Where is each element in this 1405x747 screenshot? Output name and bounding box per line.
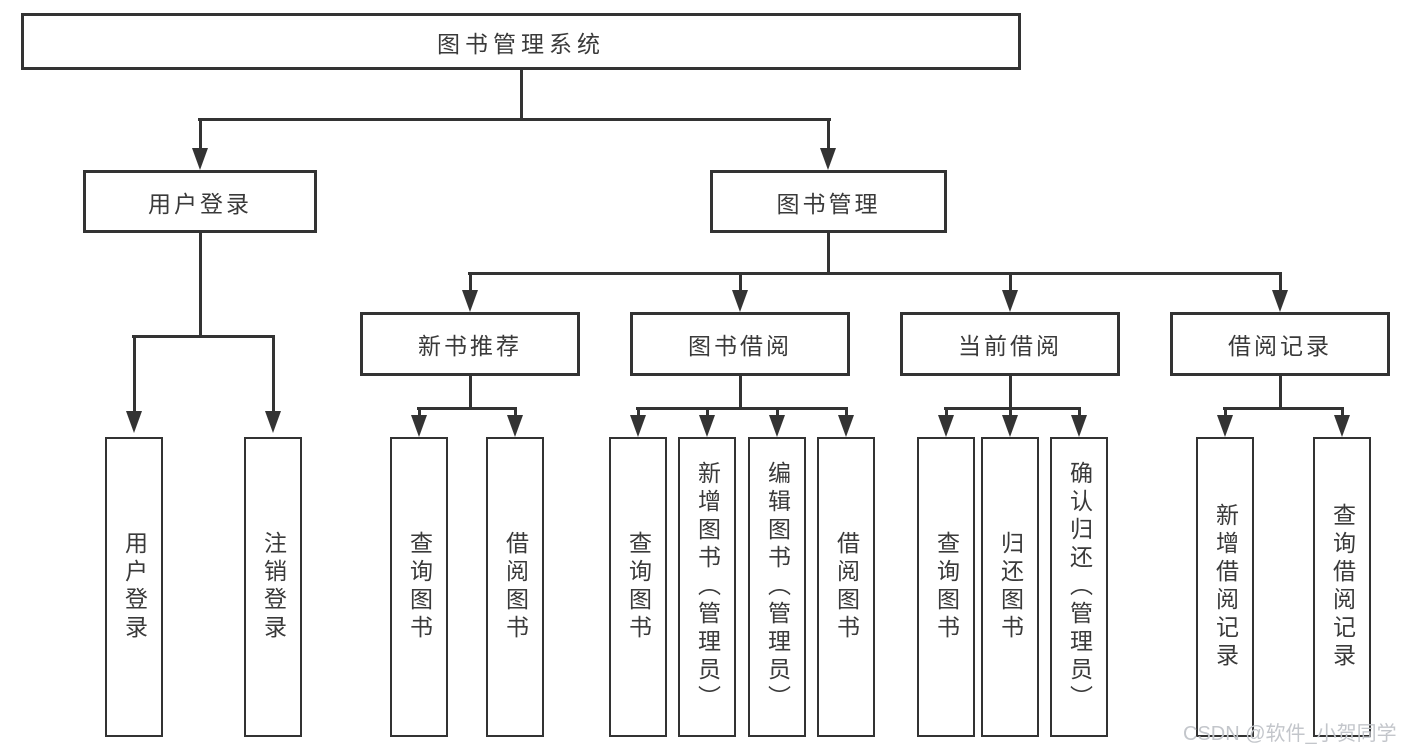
connector-drop-nb-query bbox=[417, 409, 421, 417]
arrow-to-rec-add-icon bbox=[1217, 415, 1233, 437]
leaf-logout-label: 注销登录 bbox=[260, 531, 287, 643]
arrow-to-bb-borrow-icon bbox=[838, 415, 854, 437]
connector-user-login-stem bbox=[198, 233, 202, 337]
connector-book-mgmt-bar bbox=[468, 272, 1282, 275]
connector-drop-current bbox=[1008, 274, 1012, 291]
arrow-to-new-book-icon bbox=[462, 290, 478, 312]
arrow-to-bb-query-icon bbox=[630, 415, 646, 437]
node-book-mgmt: 图书管理 bbox=[710, 170, 947, 233]
node-borrowing-label: 图书借阅 bbox=[688, 333, 792, 359]
connector-current-stem bbox=[1008, 376, 1012, 409]
leaf-nb-borrow-book-label: 借阅图书 bbox=[502, 531, 529, 643]
arrow-to-bb-add-icon bbox=[699, 415, 715, 437]
leaf-rec-add-record-label: 新增借阅记录 bbox=[1212, 503, 1239, 671]
connector-drop-bb-borrow bbox=[844, 409, 848, 417]
node-user-login-label: 用户登录 bbox=[148, 190, 252, 217]
connector-new-book-stem bbox=[468, 376, 472, 409]
arrow-to-borrowing-icon bbox=[732, 290, 748, 312]
leaf-nb-borrow-book: 借阅图书 bbox=[486, 437, 544, 737]
connector-drop-bb-query bbox=[636, 409, 640, 417]
node-new-book: 新书推荐 bbox=[360, 312, 580, 376]
leaf-logout: 注销登录 bbox=[244, 437, 302, 737]
arrow-to-cb-confirm-icon bbox=[1071, 415, 1087, 437]
leaf-rec-add-record: 新增借阅记录 bbox=[1196, 437, 1254, 737]
connector-drop-leaf-login bbox=[132, 337, 136, 411]
arrow-to-current-icon bbox=[1002, 290, 1018, 312]
connector-drop-rec-query bbox=[1340, 409, 1344, 417]
connector-drop-records bbox=[1278, 274, 1282, 291]
arrow-to-records-icon bbox=[1272, 290, 1288, 312]
leaf-bb-edit-book-label: 编辑图书（管理员） bbox=[764, 461, 791, 713]
connector-drop-new-book bbox=[468, 274, 472, 291]
leaf-user-login-label: 用户登录 bbox=[121, 531, 148, 643]
node-root: 图书管理系统 bbox=[21, 13, 1021, 70]
connector-drop-nb-borrow bbox=[513, 409, 517, 417]
node-records-label: 借阅记录 bbox=[1228, 333, 1332, 359]
leaf-cb-query-book: 查询图书 bbox=[917, 437, 975, 737]
arrow-to-user-login-icon bbox=[192, 148, 208, 170]
connector-borrowing-bar bbox=[636, 407, 848, 410]
connector-root-stem bbox=[519, 70, 523, 120]
leaf-rec-query-record-label: 查询借阅记录 bbox=[1329, 503, 1356, 671]
leaf-user-login: 用户登录 bbox=[105, 437, 163, 737]
arrow-to-nb-query-icon bbox=[411, 415, 427, 437]
leaf-bb-query-book: 查询图书 bbox=[609, 437, 667, 737]
connector-user-login-bar bbox=[132, 335, 275, 338]
arrow-to-nb-borrow-icon bbox=[507, 415, 523, 437]
arrow-to-cb-return-icon bbox=[1002, 415, 1018, 437]
leaf-nb-query-book: 查询图书 bbox=[390, 437, 448, 737]
leaf-cb-return-book-label: 归还图书 bbox=[997, 531, 1024, 643]
leaf-bb-add-book-label: 新增图书（管理员） bbox=[694, 461, 721, 713]
leaf-cb-confirm-return-label: 确认归还（管理员） bbox=[1066, 461, 1093, 713]
connector-drop-rec-add bbox=[1223, 409, 1227, 417]
connector-drop-user-login bbox=[198, 120, 202, 148]
connector-drop-leaf-logout bbox=[271, 337, 275, 411]
leaf-bb-edit-book: 编辑图书（管理员） bbox=[748, 437, 806, 737]
arrow-to-book-mgmt-icon bbox=[820, 148, 836, 170]
arrow-to-leaf-logout-icon bbox=[265, 411, 281, 433]
leaf-nb-query-book-label: 查询图书 bbox=[406, 531, 433, 643]
leaf-cb-query-book-label: 查询图书 bbox=[933, 531, 960, 643]
node-current: 当前借阅 bbox=[900, 312, 1120, 376]
leaf-bb-add-book: 新增图书（管理员） bbox=[678, 437, 736, 737]
connector-new-book-bar bbox=[417, 407, 517, 410]
connector-records-stem bbox=[1278, 376, 1282, 409]
connector-drop-book-mgmt bbox=[826, 120, 830, 148]
leaf-bb-borrow-book-label: 借阅图书 bbox=[833, 531, 860, 643]
watermark: CSDN @软件_小贺同学 bbox=[1183, 723, 1397, 745]
connector-drop-cb-return bbox=[1008, 409, 1012, 417]
leaf-cb-confirm-return: 确认归还（管理员） bbox=[1050, 437, 1108, 737]
arrow-to-rec-query-icon bbox=[1334, 415, 1350, 437]
connector-root-bar bbox=[198, 118, 831, 121]
connector-drop-bb-add bbox=[705, 409, 709, 417]
arrow-to-leaf-login-icon bbox=[126, 411, 142, 433]
arrow-to-cb-query-icon bbox=[938, 415, 954, 437]
node-borrowing: 图书借阅 bbox=[630, 312, 850, 376]
node-root-label: 图书管理系统 bbox=[437, 30, 605, 57]
connector-drop-cb-query bbox=[944, 409, 948, 417]
connector-drop-cb-confirm bbox=[1077, 409, 1081, 417]
node-new-book-label: 新书推荐 bbox=[418, 333, 522, 359]
connector-drop-bb-edit bbox=[775, 409, 779, 417]
leaf-bb-query-book-label: 查询图书 bbox=[625, 531, 652, 643]
node-records: 借阅记录 bbox=[1170, 312, 1390, 376]
leaf-rec-query-record: 查询借阅记录 bbox=[1313, 437, 1371, 737]
node-current-label: 当前借阅 bbox=[958, 333, 1062, 359]
connector-current-bar bbox=[944, 407, 1081, 410]
leaf-cb-return-book: 归还图书 bbox=[981, 437, 1039, 737]
connector-drop-borrowing bbox=[738, 274, 742, 291]
node-book-mgmt-label: 图书管理 bbox=[776, 190, 881, 217]
connector-borrowing-stem bbox=[738, 376, 742, 409]
connector-book-mgmt-stem bbox=[826, 233, 830, 274]
connector-records-bar bbox=[1223, 407, 1344, 410]
arrow-to-bb-edit-icon bbox=[769, 415, 785, 437]
leaf-bb-borrow-book: 借阅图书 bbox=[817, 437, 875, 737]
node-user-login: 用户登录 bbox=[83, 170, 317, 233]
